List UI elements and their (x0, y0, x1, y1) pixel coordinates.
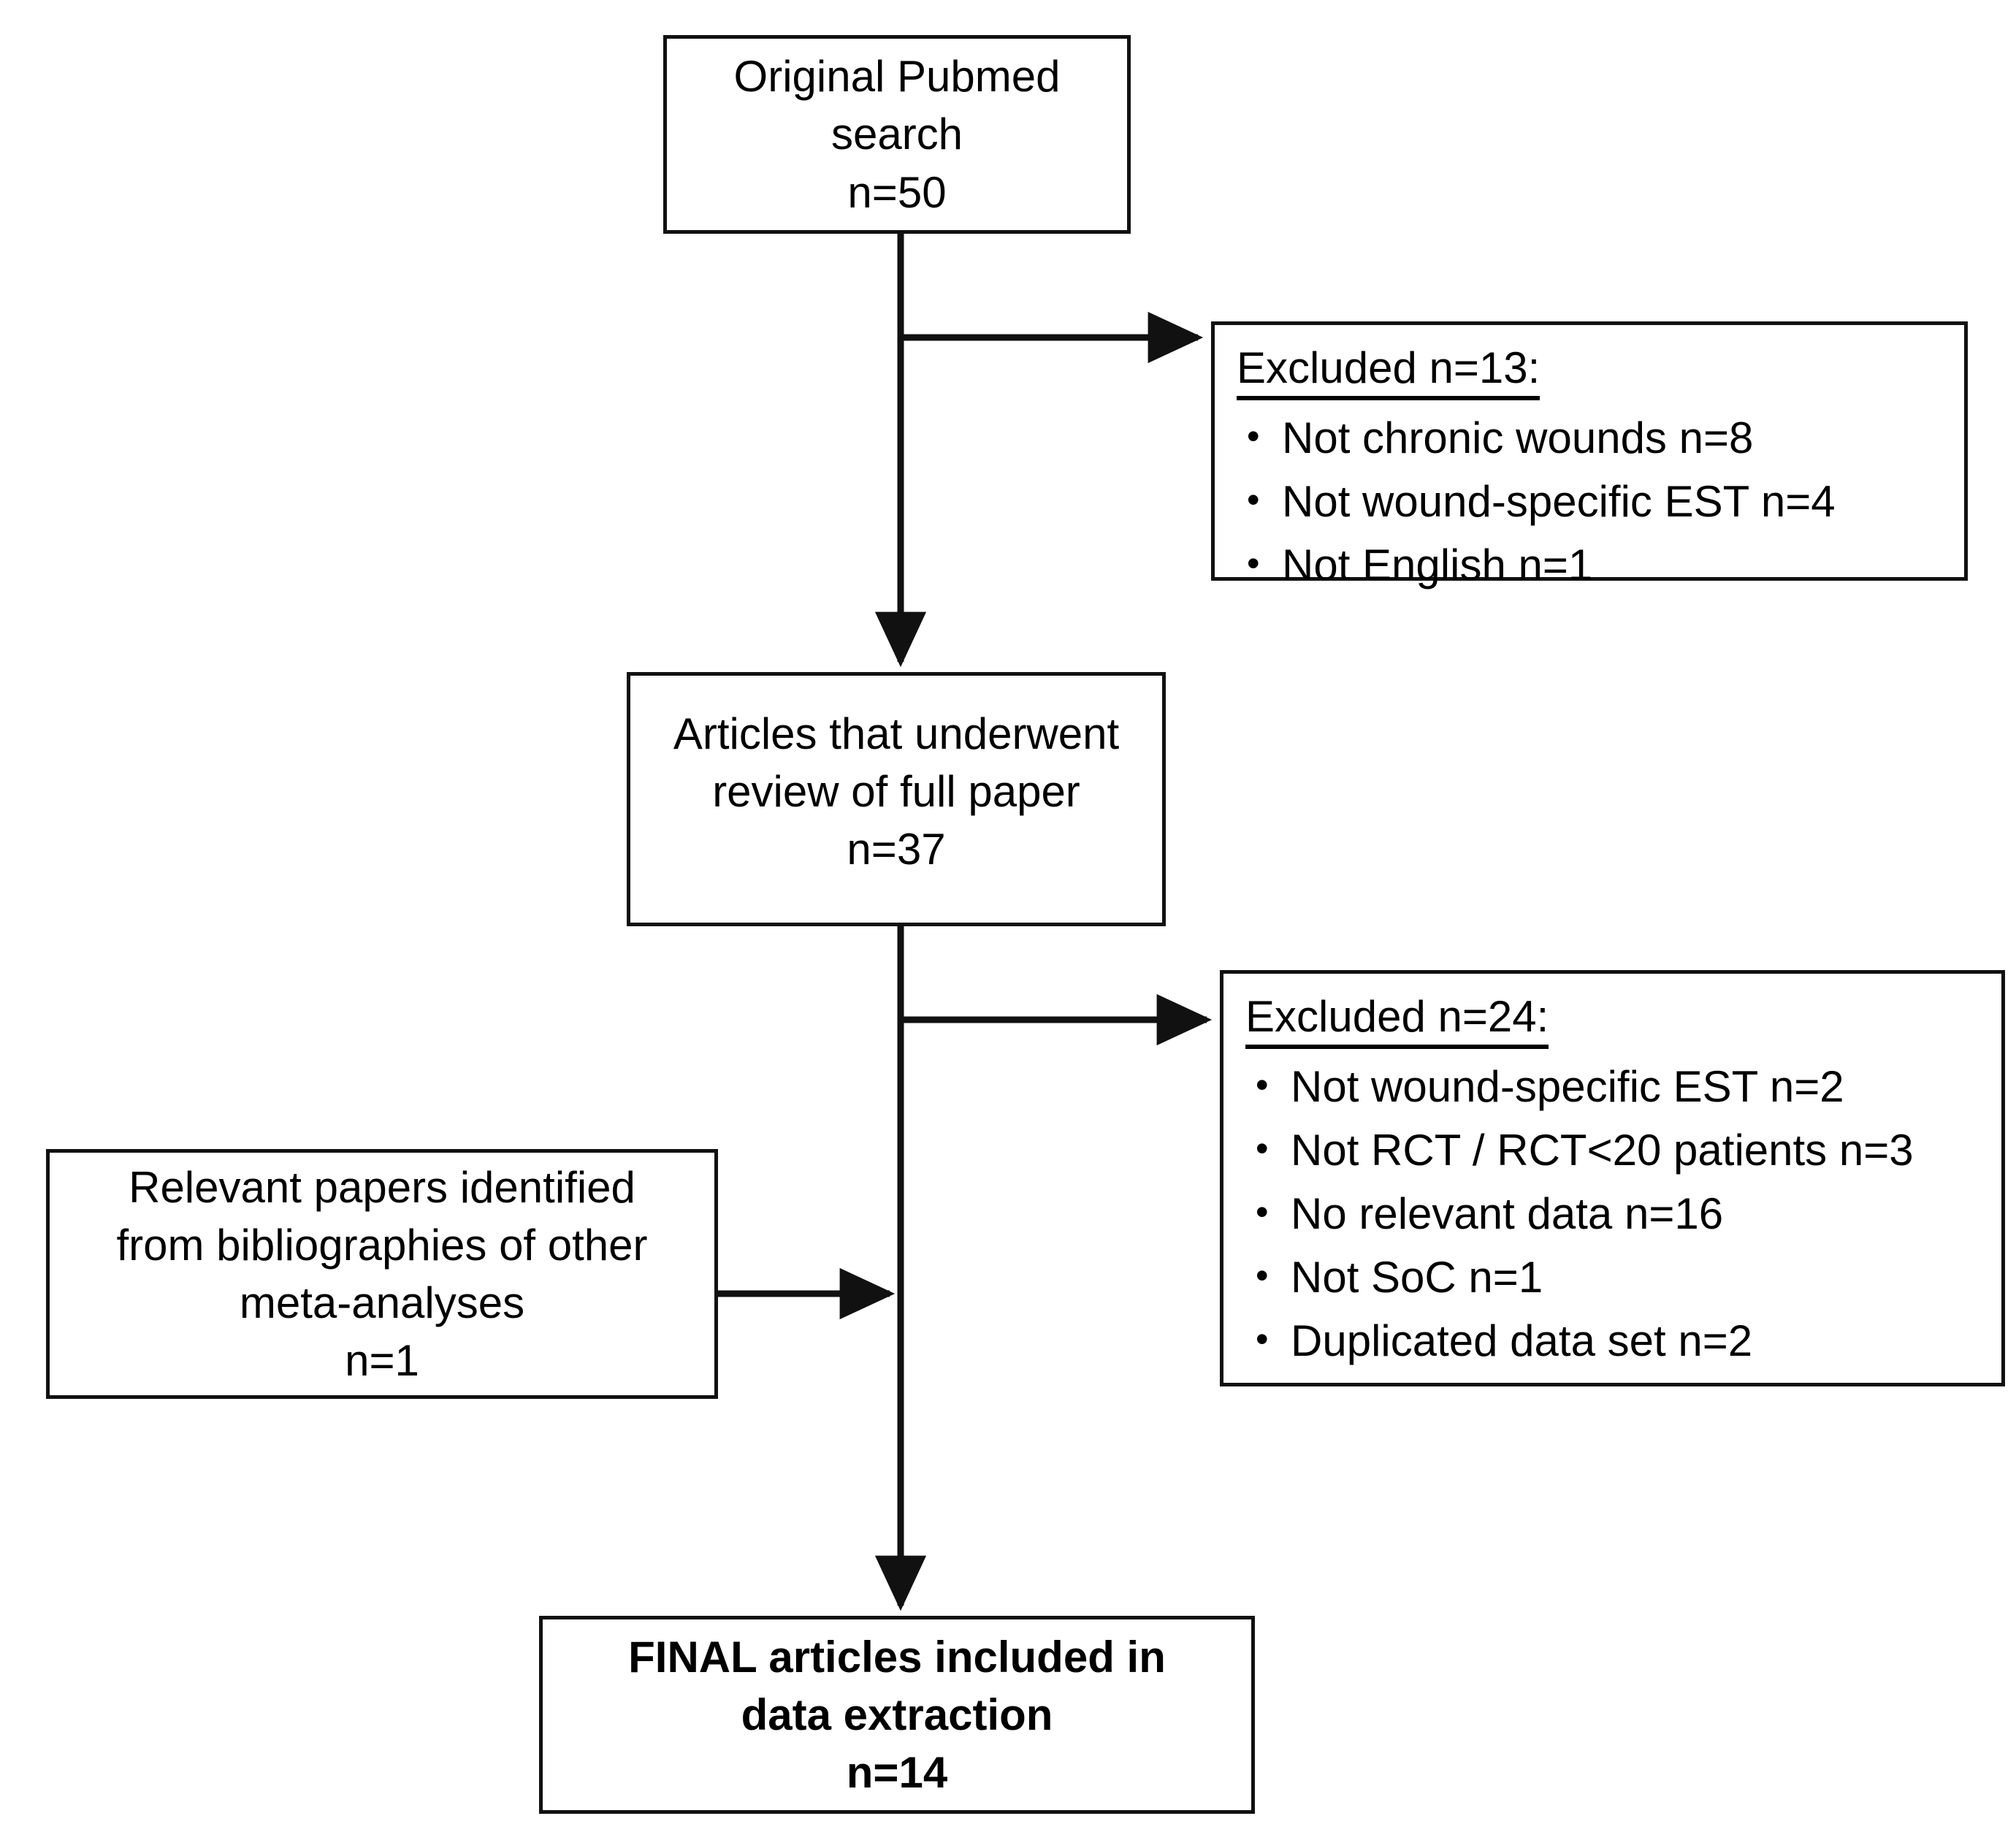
excluded-first-list: • Not chronic wounds n=8 • Not wound-spe… (1237, 411, 1951, 601)
excluded-first-title: Excluded n=13: (1237, 341, 1540, 401)
bullet-icon: • (1256, 1128, 1269, 1169)
excluded-second-item-1: Not wound-specific EST n=2 (1291, 1062, 1844, 1112)
list-item: • Not SoC n=1 (1245, 1250, 1988, 1305)
bullet-icon: • (1256, 1191, 1269, 1233)
node-excluded-first: Excluded n=13: • Not chronic wounds n=8 … (1211, 321, 1968, 589)
list-item: • Not chronic wounds n=8 (1237, 411, 1951, 465)
excluded-second-item-3: No relevant data n=16 (1291, 1189, 1724, 1239)
bullet-icon: • (1256, 1255, 1269, 1297)
node-final-line-2: data extraction (741, 1690, 1053, 1739)
excluded-first-item-1: Not chronic wounds n=8 (1282, 413, 1754, 463)
bullet-icon: • (1256, 1319, 1269, 1360)
node-bibliography-line-3: meta-analyses (239, 1278, 525, 1327)
node-bibliography: Relevant papers identified from bibliogr… (46, 1149, 718, 1399)
list-item: • Not wound-specific EST n=2 (1245, 1059, 1988, 1114)
list-item: • Not RCT / RCT<20 patients n=3 (1245, 1123, 1988, 1178)
excluded-second-title: Excluded n=24: (1245, 990, 1549, 1050)
excluded-second-list: • Not wound-specific EST n=2 • Not RCT /… (1245, 1059, 1988, 1377)
list-item: • Not wound-specific EST n=4 (1237, 474, 1951, 529)
node-original-search-line-1: Original Pubmed (733, 52, 1061, 102)
excluded-second-item-5: Duplicated data set n=2 (1291, 1316, 1753, 1366)
node-final-count: n=14 (846, 1748, 948, 1798)
node-excluded-second: Excluded n=24: • Not wound-specific EST … (1220, 970, 2005, 1386)
excluded-first-item-2: Not wound-specific EST n=4 (1282, 477, 1836, 527)
node-full-review-line-2: review of full paper (712, 767, 1080, 817)
node-bibliography-line-2: from bibliographies of other (116, 1220, 648, 1270)
list-item: • Not English n=1 (1237, 538, 1951, 592)
list-item: • No relevant data n=16 (1245, 1186, 1988, 1241)
node-bibliography-line-1: Relevant papers identified (129, 1162, 635, 1212)
node-original-search-count: n=50 (847, 167, 947, 217)
node-full-review: Articles that underwent review of full p… (627, 672, 1166, 926)
node-original-search: Original Pubmed search n=50 (663, 35, 1131, 234)
node-final-line-1: FINAL articles included in (628, 1632, 1166, 1682)
node-full-review-count: n=37 (847, 825, 946, 874)
excluded-second-item-2: Not RCT / RCT<20 patients n=3 (1291, 1126, 1914, 1175)
node-original-search-line-2: search (831, 110, 963, 159)
bullet-icon: • (1247, 543, 1260, 584)
excluded-first-item-3: Not English n=1 (1282, 541, 1593, 590)
node-full-review-line-1: Articles that underwent (673, 709, 1120, 758)
node-final: FINAL articles included in data extracti… (539, 1616, 1255, 1814)
bullet-icon: • (1247, 416, 1260, 457)
bullet-icon: • (1256, 1064, 1269, 1106)
excluded-second-item-4: Not SoC n=1 (1291, 1253, 1543, 1302)
node-bibliography-count: n=1 (345, 1336, 419, 1386)
list-item: • Duplicated data set n=2 (1245, 1313, 1988, 1368)
bullet-icon: • (1247, 479, 1260, 521)
